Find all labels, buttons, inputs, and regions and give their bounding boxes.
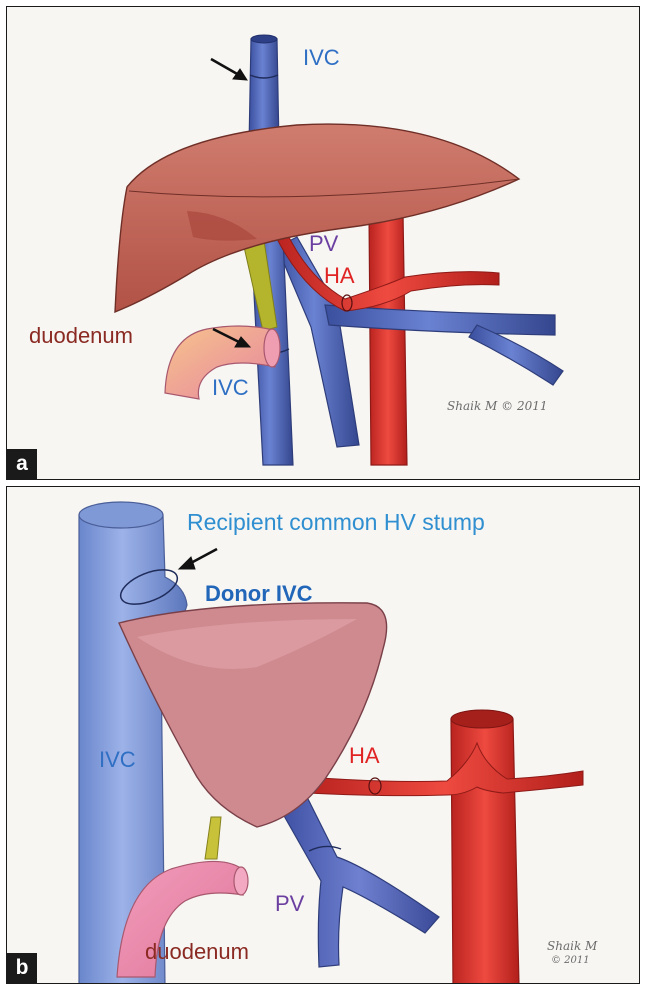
aorta-opening bbox=[451, 710, 513, 728]
signature: Shaik M © 2011 bbox=[447, 399, 547, 413]
label-duodenum: duodenum bbox=[29, 325, 133, 347]
panel-tag: b bbox=[7, 953, 37, 983]
signature-line-1: Shaik M bbox=[547, 939, 597, 953]
duodenum-opening bbox=[264, 329, 280, 367]
label-donor-ivc: Donor IVC bbox=[205, 583, 313, 605]
label-duodenum: duodenum bbox=[145, 941, 249, 963]
label-recipient-hv-stump: Recipient common HV stump bbox=[187, 511, 485, 534]
label-ivc: IVC bbox=[99, 749, 136, 771]
bile-duct bbox=[205, 817, 221, 859]
signature-line-2: © 2011 bbox=[551, 955, 590, 966]
label-pv: PV bbox=[309, 233, 338, 255]
panel-a: IVC PV HA duodenum IVC Shaik M © 2011 a bbox=[6, 6, 640, 480]
label-ha: HA bbox=[324, 265, 355, 287]
arrow-stump bbox=[179, 549, 217, 569]
panel-b-illustration bbox=[7, 487, 640, 984]
portal-vein-vessel bbox=[279, 797, 439, 967]
panel-b: Recipient common HV stump Donor IVC IVC … bbox=[6, 486, 640, 984]
label-ivc-top: IVC bbox=[303, 47, 340, 69]
aorta-vessel bbox=[369, 213, 407, 465]
duodenum-opening bbox=[234, 867, 248, 895]
label-pv: PV bbox=[275, 893, 304, 915]
label-ha: HA bbox=[349, 745, 380, 767]
arrow-upper bbox=[211, 59, 247, 80]
panel-tag: a bbox=[7, 449, 37, 479]
recipient-ivc-opening bbox=[79, 502, 163, 528]
label-ivc-bottom: IVC bbox=[212, 377, 249, 399]
ivc-upper-opening bbox=[251, 35, 277, 43]
